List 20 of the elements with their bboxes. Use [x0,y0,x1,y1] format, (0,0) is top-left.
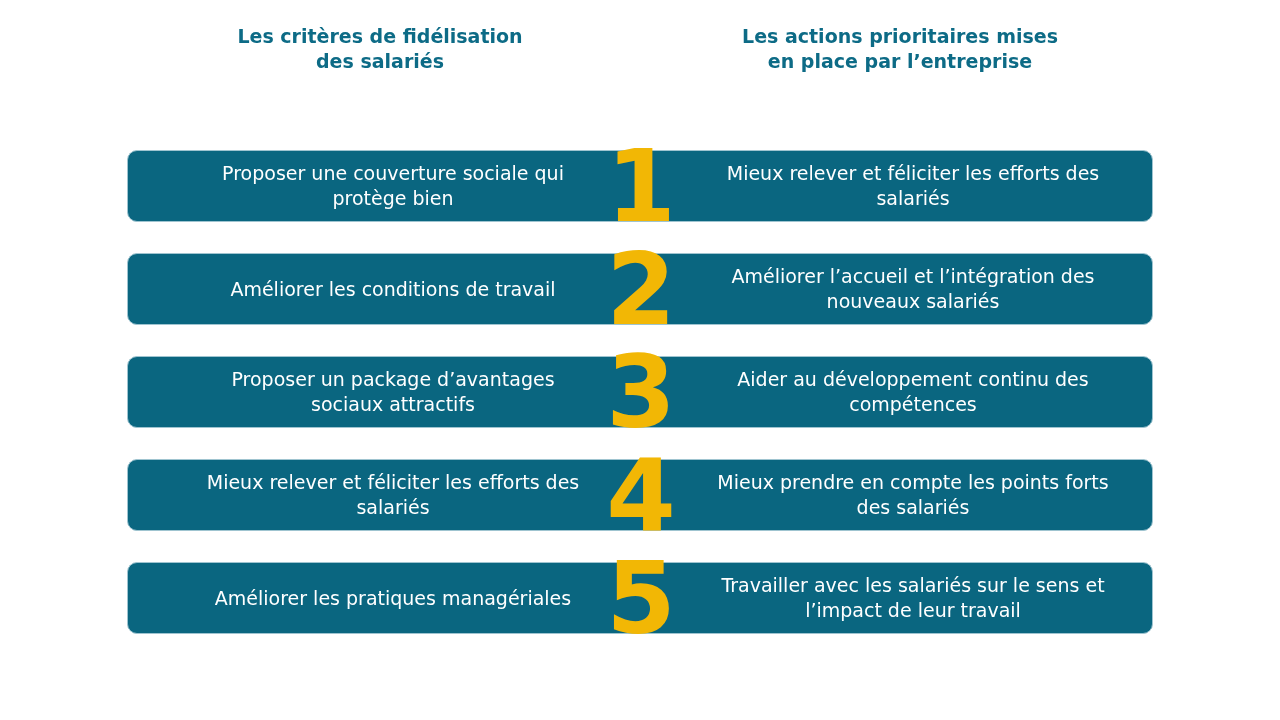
criterion-text: Proposer une couverture sociale qui protège bien [221,161,565,211]
action-text: Aider au développement continu des compétences [736,367,1090,417]
rank-number: 2 [605,238,677,342]
column-heading: Les critères de fidélisation des salariés [236,24,524,74]
rank-number: 1 [605,135,677,239]
column-heading: Les actions prioritaires mises en place par l’entreprise [741,24,1059,74]
action-text: Travailler avec les salariés sur le sens et l’impact de leur travail [720,573,1106,623]
criterion-text: Améliorer les conditions de travail [229,276,557,302]
rank-number: 3 [605,341,677,445]
rank-number: 4 [605,444,677,548]
criterion-text: Proposer un package d’avantages sociaux attractifs [230,367,556,417]
criterion-text: Mieux relever et féliciter les efforts des salariés [205,470,581,520]
ranking-band [127,150,1153,222]
criterion-text: Améliorer les pratiques managériales [213,585,573,611]
ranking-band [127,459,1153,531]
action-text: Améliorer l’accueil et l’intégration des nouveaux salariés [730,264,1096,314]
ranking-band [127,562,1153,634]
rank-number: 5 [605,547,677,651]
action-text: Mieux prendre en compte les points forts des salariés [716,470,1110,520]
action-text: Mieux relever et féliciter les efforts des salariés [725,161,1101,211]
